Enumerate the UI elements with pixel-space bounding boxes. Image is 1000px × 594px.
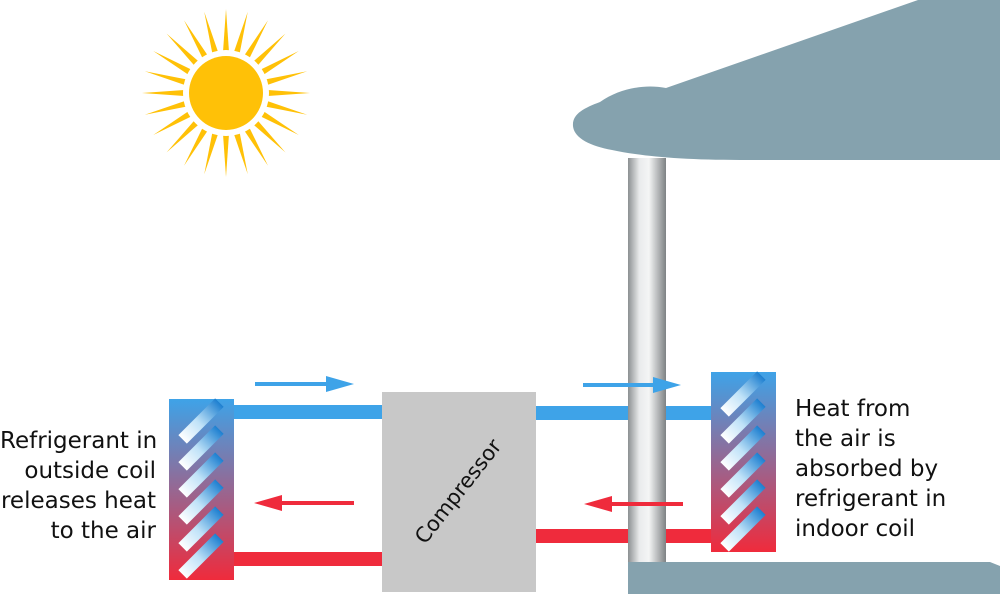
- sun-ray: [166, 120, 199, 153]
- sun-ray: [234, 11, 248, 54]
- house-roof: [572, 0, 1000, 160]
- sun-ray: [184, 20, 208, 59]
- caption-line: outside coil: [24, 458, 156, 484]
- coil-fin: [178, 452, 224, 498]
- sun-ray: [223, 134, 229, 177]
- sun-ray: [265, 71, 308, 85]
- cold-pipe-indoor: [535, 406, 713, 420]
- flow-arrow-icon: [255, 376, 354, 392]
- support-pole: [628, 158, 666, 564]
- sun-ray: [204, 132, 218, 175]
- sun-ray: [153, 111, 192, 135]
- caption-line: Heat from: [795, 396, 911, 422]
- caption-line: absorbed by: [795, 456, 939, 482]
- flow-arrow-icon: [254, 495, 354, 511]
- sun-ray: [166, 33, 199, 66]
- sun-ray: [265, 101, 308, 115]
- sun-ray: [223, 9, 229, 52]
- outdoor-coil-caption: Refrigerant in outside coil releases hea…: [0, 426, 158, 546]
- coil-fin: [178, 533, 224, 579]
- indoor-coil-caption: Heat from the air is absorbed by refrige…: [795, 394, 995, 544]
- hot-pipe-indoor: [535, 529, 713, 543]
- coil-fin: [720, 398, 766, 444]
- sun-ray: [267, 90, 310, 96]
- hot-pipe-outdoor: [232, 552, 384, 566]
- sun-ray: [260, 51, 299, 75]
- caption-line: to the air: [50, 518, 156, 544]
- sun-ray: [260, 111, 299, 135]
- caption-line: Refrigerant in: [0, 428, 158, 454]
- cold-pipe-outdoor: [232, 405, 384, 419]
- caption-line: the air is: [795, 426, 896, 452]
- caption-line: releases heat: [0, 488, 156, 514]
- sun-ray: [244, 20, 268, 59]
- sun-ray: [253, 33, 286, 66]
- sun-icon: [142, 9, 310, 177]
- indoor-coil: [711, 371, 776, 552]
- sun-disc: [189, 56, 263, 130]
- coil-fin: [720, 425, 766, 471]
- coil-fin: [178, 479, 224, 525]
- sun-ray: [253, 120, 286, 153]
- sun-ray: [244, 127, 268, 166]
- outdoor-coil: [169, 398, 234, 580]
- coil-fin: [720, 479, 766, 525]
- coil-fin: [178, 506, 224, 552]
- sun-ray: [234, 132, 248, 175]
- sun-ray: [144, 71, 187, 85]
- coil-fin: [178, 425, 224, 471]
- coil-fin: [720, 371, 766, 417]
- flow-arrow-icon: [583, 377, 681, 393]
- caption-line: refrigerant in: [795, 486, 947, 512]
- flow-arrow-icon: [584, 496, 683, 512]
- sun-ray: [204, 11, 218, 54]
- sun-ray: [144, 101, 187, 115]
- compressor: Compressor: [382, 392, 536, 592]
- caption-line: indoor coil: [795, 516, 915, 542]
- coil-fin: [720, 452, 766, 498]
- sun-ray: [142, 90, 185, 96]
- coil-fin: [178, 398, 224, 444]
- sun-ray: [184, 127, 208, 166]
- coil-fin: [720, 506, 766, 552]
- sun-ray: [153, 51, 192, 75]
- house-floor: [628, 562, 1000, 594]
